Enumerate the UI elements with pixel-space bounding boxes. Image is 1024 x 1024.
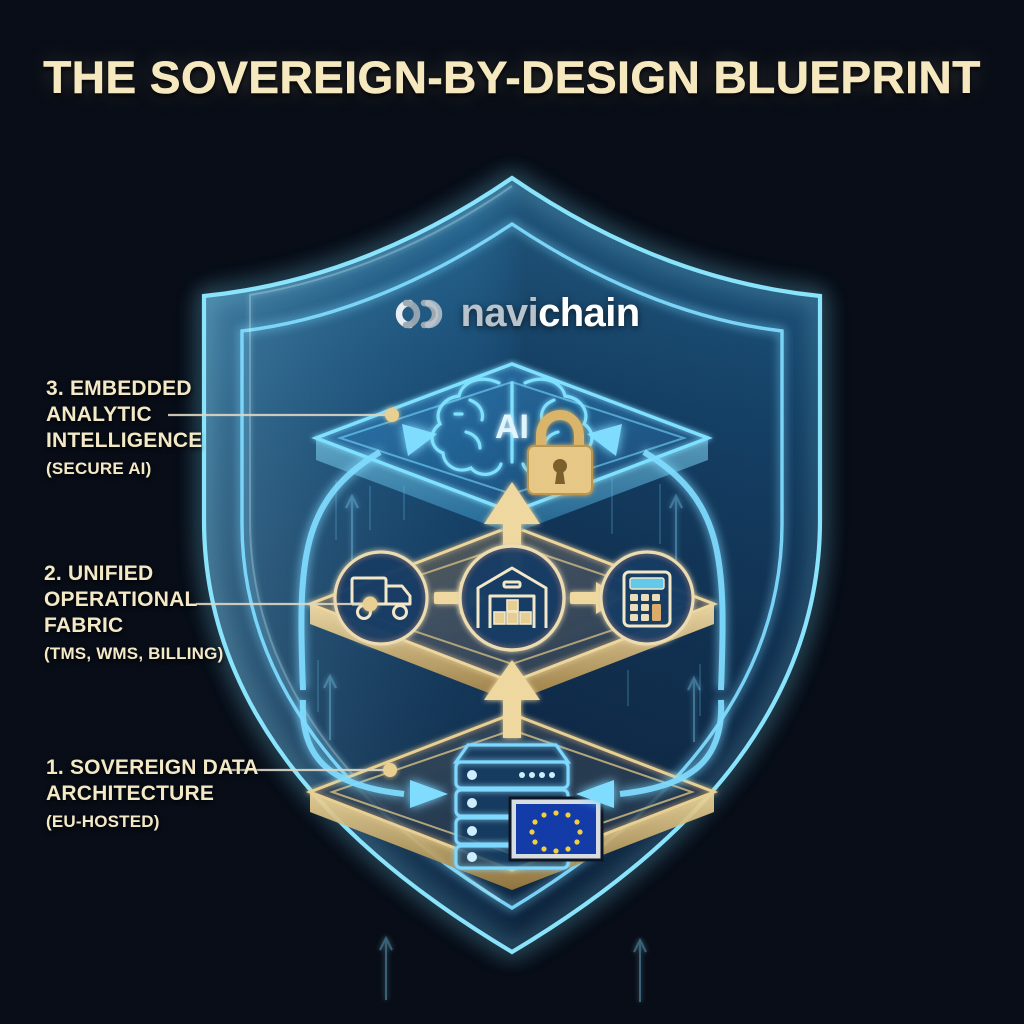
callout-3-sub: (SECURE AI) [46,459,152,478]
callout-3-line1: 3. EMBEDDED [46,377,192,400]
callout-3-line3: INTELLIGENCE [46,429,203,452]
callout-2-line1: 2. UNIFIED [44,562,154,585]
cyan-arrow-up-right [642,449,726,691]
leader-dot-2 [362,596,378,612]
callout-1-line2: ARCHITECTURE [46,782,215,805]
ai-badge-text: AI [495,408,529,446]
gold-arrow-layer1-to-2 [484,660,540,738]
callout-1-sub: (EU-HOSTED) [46,812,160,831]
padlock-icon [527,410,593,495]
leader-dot-1 [383,763,397,777]
page-title: THE SOVEREIGN-BY-DESIGN BLUEPRINT [43,52,981,104]
eu-stars [529,810,583,854]
warehouse-icon [458,544,566,652]
calculator-icon [599,550,695,646]
callout-3-line2: ANALYTIC [46,403,152,426]
leader-dot-3 [385,408,399,422]
cyan-arrowhead-server-left [410,780,448,808]
callout-2-line2: OPERATIONAL [44,588,198,611]
cyan-arrowhead-right-top [587,424,622,456]
cyan-arrowhead-server-right [576,780,614,808]
cyan-arrow-to-server-left [299,699,405,797]
callout-embedded-analytic-intelligence[interactable]: 3. EMBEDDED ANALYTIC INTELLIGENCE (SECUR… [46,376,202,482]
callout-unified-operational-fabric[interactable]: 2. UNIFIED OPERATIONAL FABRIC (TMS, WMS,… [44,561,223,667]
cyan-arrowhead-left-top [402,424,437,456]
callout-2-line3: FABRIC [44,614,124,637]
callout-2-sub: (TMS, WMS, BILLING) [44,644,224,663]
cyan-arrow-up-left [298,449,382,691]
callout-sovereign-data-architecture[interactable]: 1. SOVEREIGN DATA ARCHITECTURE (EU-HOSTE… [46,755,259,835]
cyan-arrow-to-server-right [619,699,725,797]
callout-1-line1: 1. SOVEREIGN DATA [46,756,259,779]
